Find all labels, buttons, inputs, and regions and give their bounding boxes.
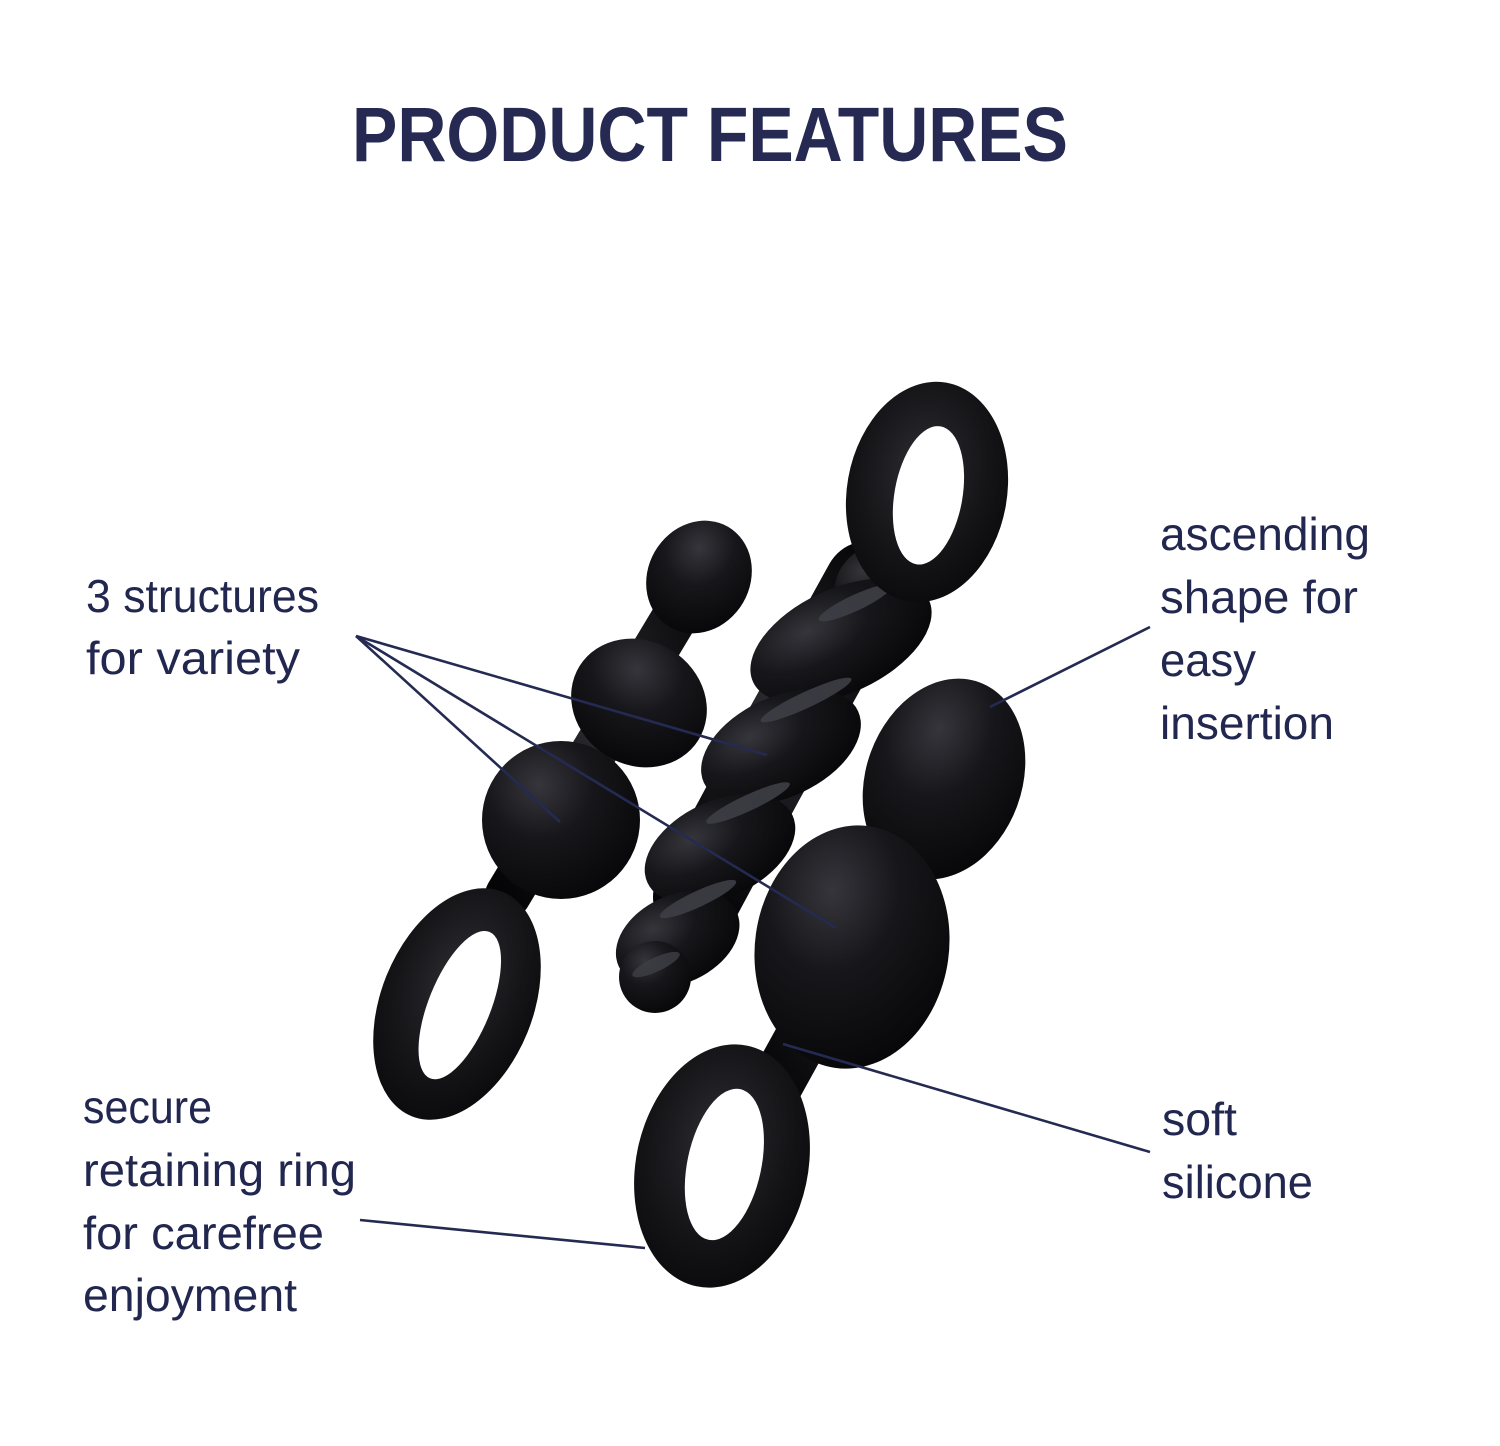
- svg-text:shape for: shape for: [1160, 571, 1358, 623]
- svg-text:secure: secure: [83, 1081, 212, 1133]
- svg-text:easy: easy: [1160, 634, 1256, 686]
- svg-text:silicone: silicone: [1162, 1156, 1313, 1208]
- svg-text:insertion: insertion: [1160, 697, 1334, 749]
- svg-text:soft: soft: [1162, 1093, 1237, 1145]
- svg-text:ascending: ascending: [1160, 508, 1370, 560]
- svg-text:for variety: for variety: [86, 632, 300, 684]
- svg-text:for carefree: for carefree: [83, 1207, 324, 1259]
- svg-text:3 structures: 3 structures: [86, 570, 319, 622]
- svg-text:enjoyment: enjoyment: [83, 1269, 297, 1321]
- svg-text:PRODUCT FEATURES: PRODUCT FEATURES: [352, 92, 1068, 178]
- svg-text:retaining ring: retaining ring: [83, 1144, 356, 1196]
